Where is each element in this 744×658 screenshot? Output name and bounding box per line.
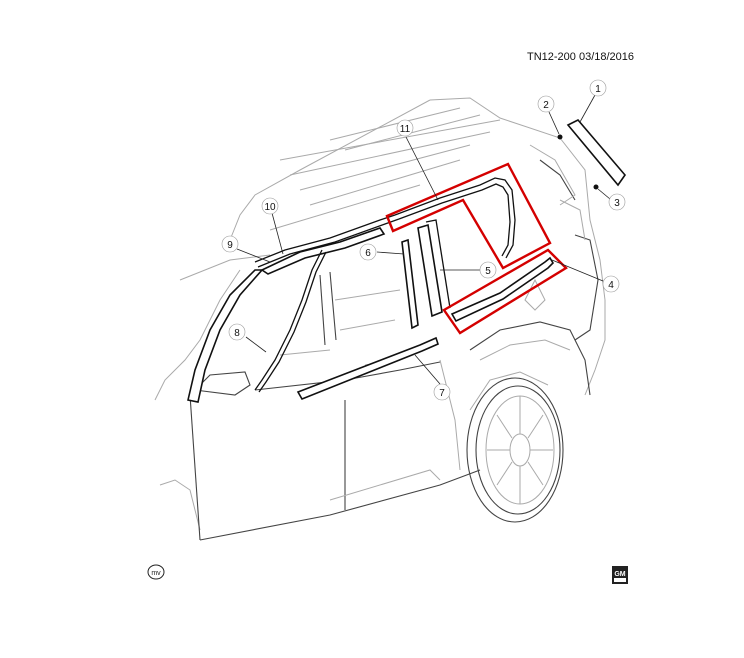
- callout-9: 9: [221, 235, 239, 253]
- part-6-applique: [401, 238, 419, 330]
- callout-label: 9: [227, 240, 233, 251]
- part-11-molding: [394, 177, 516, 259]
- callout-label: 3: [614, 198, 620, 209]
- view-symbol-label: mv: [151, 570, 161, 577]
- callout-8: 8: [228, 323, 246, 341]
- highlight-boxes: [385, 162, 568, 335]
- callout-label: 5: [485, 266, 491, 277]
- callout-label: 10: [264, 202, 276, 213]
- callout-1: 1: [589, 79, 607, 97]
- callout-label: 8: [234, 328, 240, 339]
- callout-label: 7: [439, 388, 445, 399]
- callout-6: 6: [359, 243, 377, 261]
- callout-label: 6: [365, 248, 371, 259]
- part-5-applique: [417, 223, 443, 318]
- callout-label: 2: [543, 100, 549, 111]
- leader-lines: [236, 94, 611, 385]
- rear-wheel: [466, 371, 564, 523]
- callout-11: 11: [396, 119, 414, 137]
- callout-7: 7: [433, 383, 451, 401]
- gm-logo-label: GM: [614, 571, 625, 578]
- callout-3: 3: [608, 193, 626, 211]
- callout-label: 4: [608, 280, 614, 291]
- highlight-box-upper: [385, 162, 552, 270]
- callout-label: 1: [595, 84, 601, 95]
- part-7-belt-molding: [296, 336, 439, 401]
- callout-5: 5: [479, 261, 497, 279]
- part-10-molding: [254, 214, 396, 263]
- document-code: TN12-200 03/18/2016: [527, 51, 635, 63]
- part-4-belt-molding: [450, 256, 555, 323]
- part-1-spoiler: [566, 119, 627, 187]
- callout-10: 10: [261, 197, 279, 215]
- part-8-molding: [187, 269, 264, 403]
- callout-4: 4: [602, 275, 620, 293]
- gm-logo-icon: GM: [612, 566, 628, 584]
- vehicle-body-outline: [154, 97, 606, 541]
- callout-2: 2: [537, 95, 555, 113]
- highlight-box-lower: [442, 248, 568, 335]
- part-3-fastener: [593, 184, 599, 190]
- callout-label: 11: [400, 124, 411, 135]
- part-2-fastener: [557, 134, 563, 140]
- view-symbol-icon: mv: [147, 564, 165, 580]
